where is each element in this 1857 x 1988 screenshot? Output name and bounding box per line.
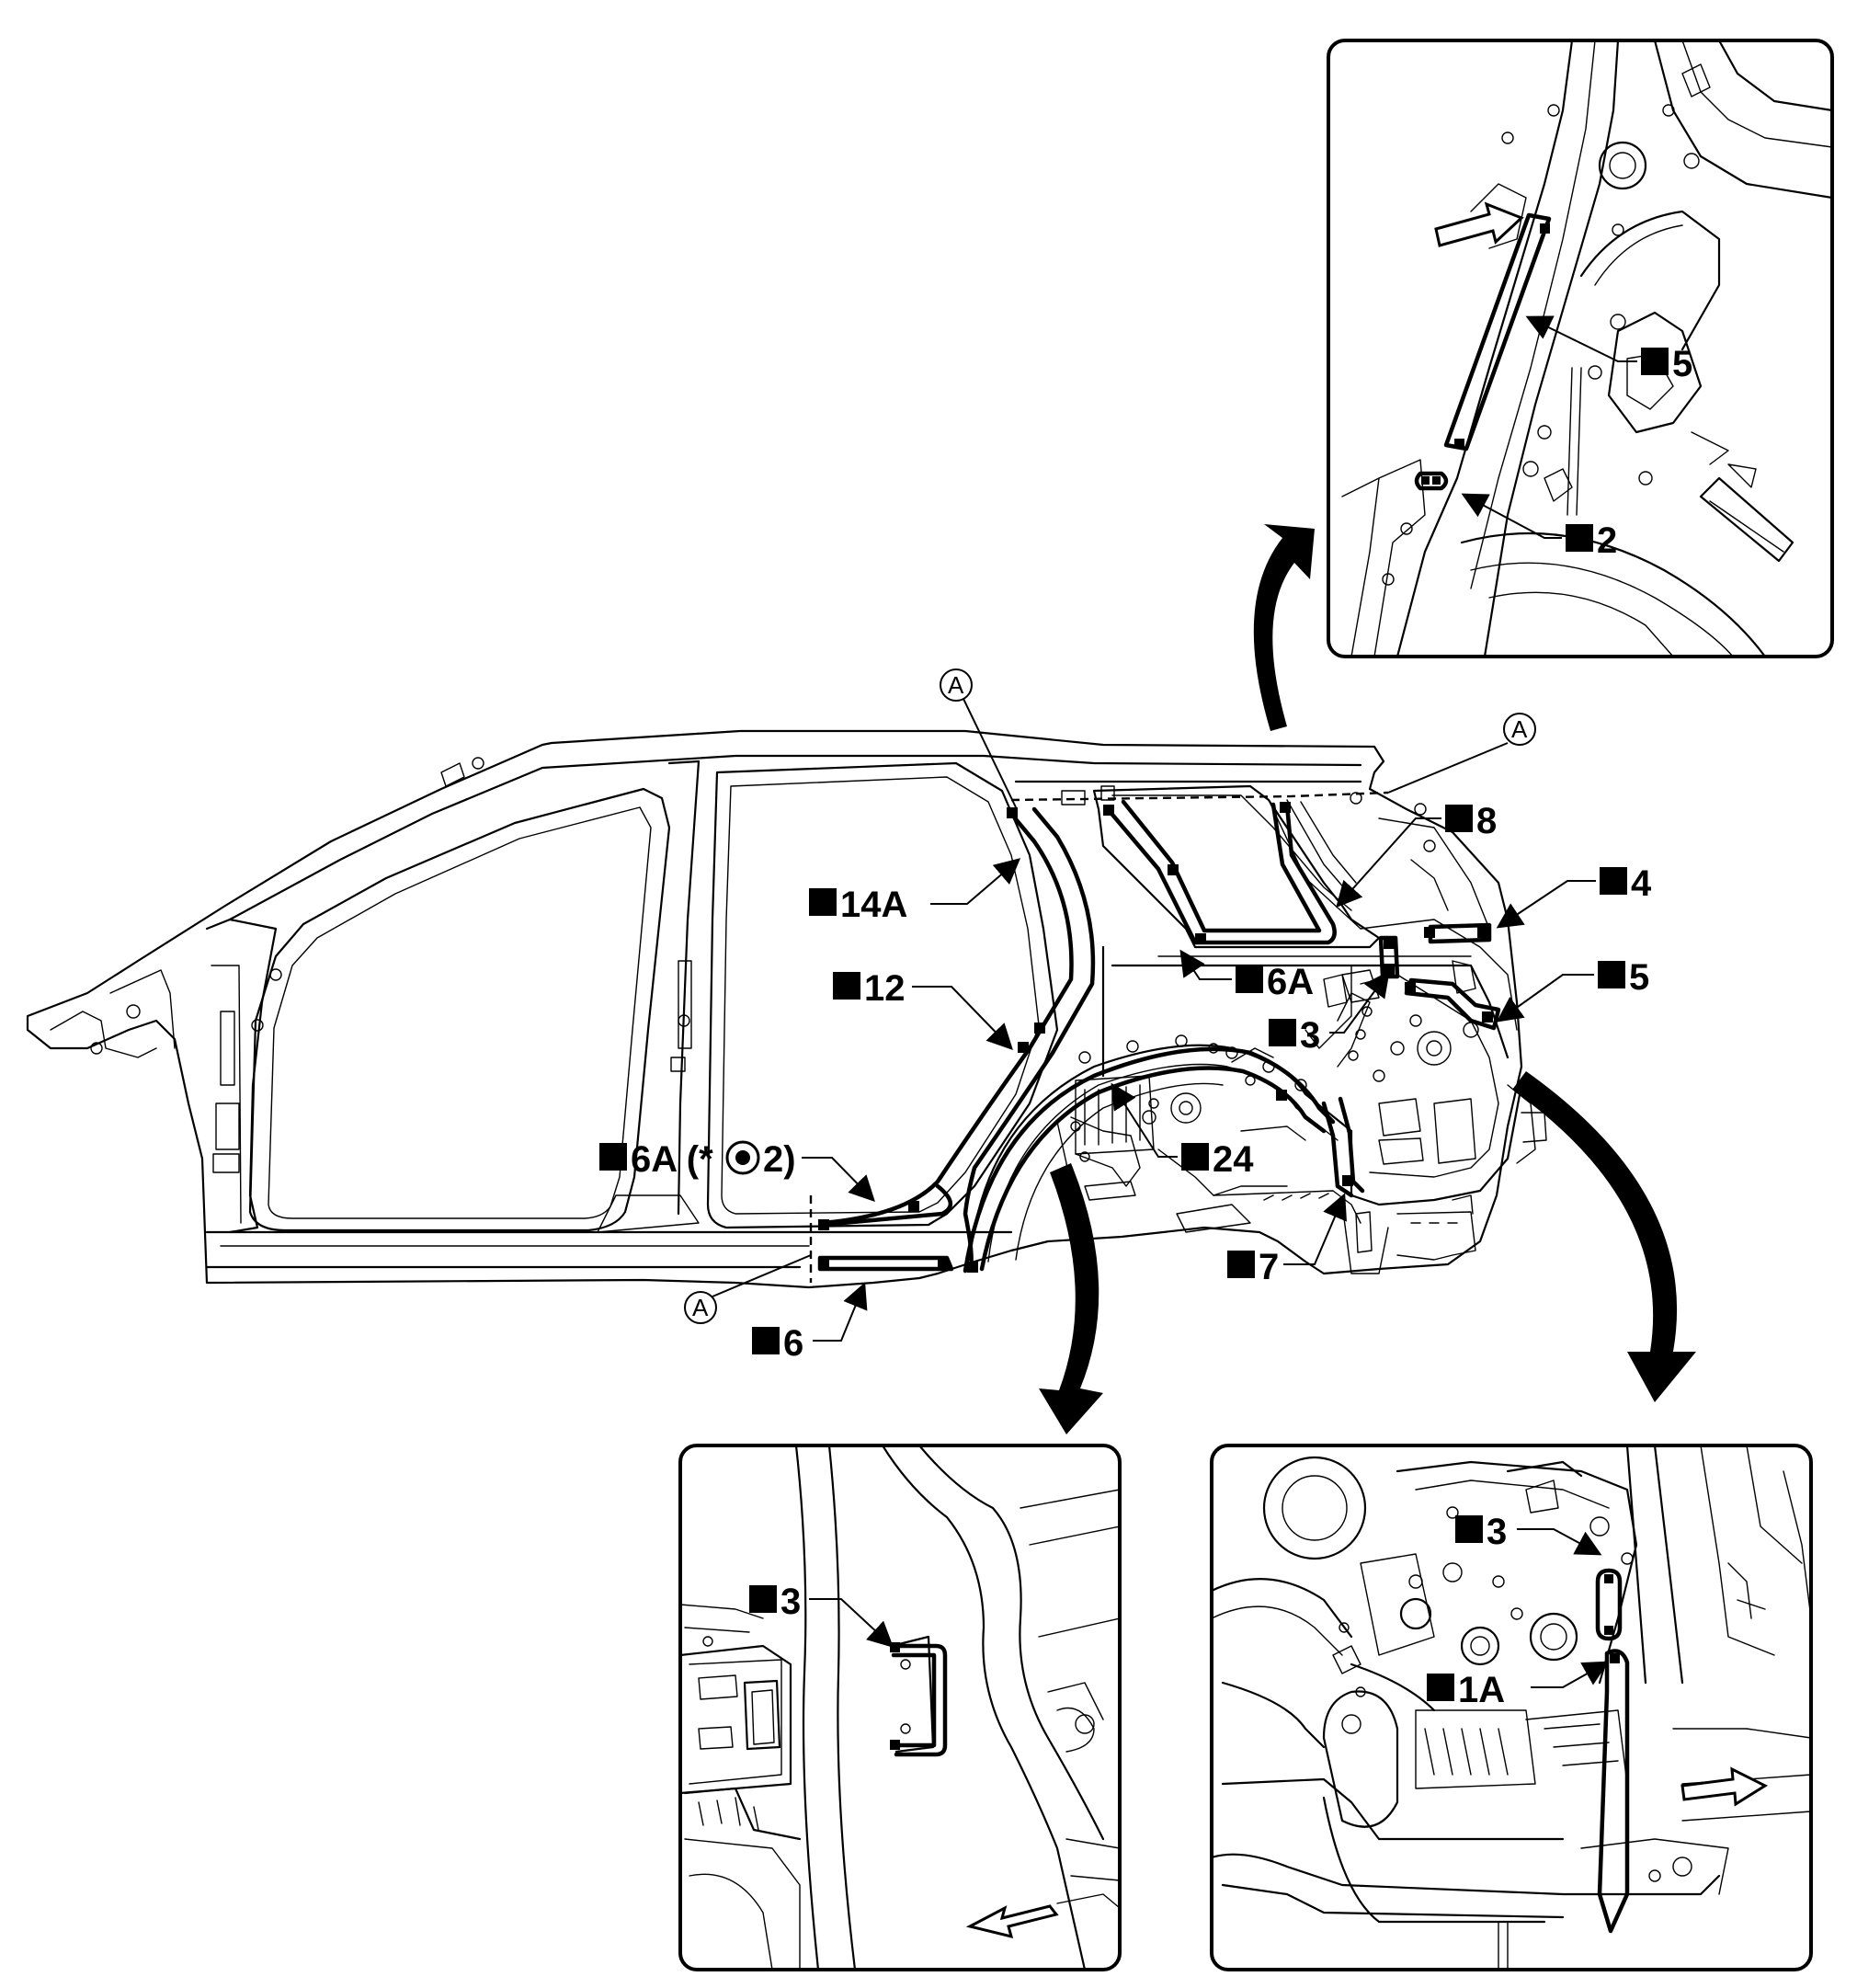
marker-icon [599, 1143, 627, 1171]
inset-right-label-1a: 1A [1458, 1670, 1505, 1710]
marker-icon [1427, 1674, 1454, 1701]
label-6a: 6A [1267, 962, 1314, 1002]
label-7: 7 [1259, 1247, 1279, 1287]
marker-icon [1455, 1515, 1483, 1543]
marker-icon [1236, 965, 1263, 993]
inset-top: 5 2 [1327, 39, 1834, 658]
marker-icon [1641, 348, 1669, 375]
weld-lines [817, 799, 1501, 1274]
label-3: 3 [1300, 1015, 1320, 1056]
curved-arrow-icon [1039, 524, 1696, 1434]
label-5: 5 [1629, 957, 1649, 998]
callout-labels: 14A 12 6A (* 2) 6 8 4 6A 5 3 [599, 801, 1652, 1364]
section-mark-a [940, 668, 973, 702]
label-14a: 14A [840, 885, 907, 925]
inset-top-label-2: 2 [1597, 520, 1617, 561]
label-12: 12 [864, 968, 906, 1009]
marker-icon [1227, 1251, 1255, 1278]
inset-bottom-right: 3 1A [1210, 1444, 1813, 1971]
marker-icon [1566, 524, 1593, 552]
label-6a-star: 6A (* [631, 1139, 713, 1180]
marker-icon [1181, 1143, 1209, 1171]
svg-text:A: A [692, 1294, 709, 1321]
inset-left-label-3: 3 [780, 1582, 801, 1622]
marker-icon [1598, 961, 1625, 988]
marker-icon [752, 1327, 780, 1354]
inset-right-label-3: 3 [1487, 1512, 1507, 1552]
label-4: 4 [1631, 863, 1652, 904]
forward-direction-arrow-icon [1680, 1766, 1769, 1807]
body-side-outline [26, 729, 1547, 1289]
spot-weld-circle-icon [725, 1140, 760, 1175]
label-24: 24 [1213, 1139, 1254, 1180]
inset-top-label-5: 5 [1672, 344, 1692, 384]
marker-icon [1600, 867, 1627, 895]
label-6a-star-tail: 2) [763, 1139, 796, 1180]
section-mark-a [684, 1291, 717, 1324]
svg-text:A: A [1511, 715, 1528, 743]
marker-icon [1269, 1019, 1296, 1046]
section-mark-a [1503, 713, 1536, 746]
svg-text:A: A [948, 671, 964, 699]
forward-direction-arrow-icon [965, 1904, 1059, 1939]
section-marks: A A A [684, 668, 1536, 1324]
marker-icon [1445, 805, 1473, 832]
label-6: 6 [783, 1323, 803, 1364]
label-8: 8 [1476, 801, 1497, 841]
inset-bottom-left: 3 [678, 1444, 1122, 1971]
marker-icon [809, 888, 837, 916]
marker-icon [749, 1585, 777, 1613]
marker-icon [833, 972, 860, 1000]
forward-direction-arrow-icon [1434, 201, 1524, 247]
